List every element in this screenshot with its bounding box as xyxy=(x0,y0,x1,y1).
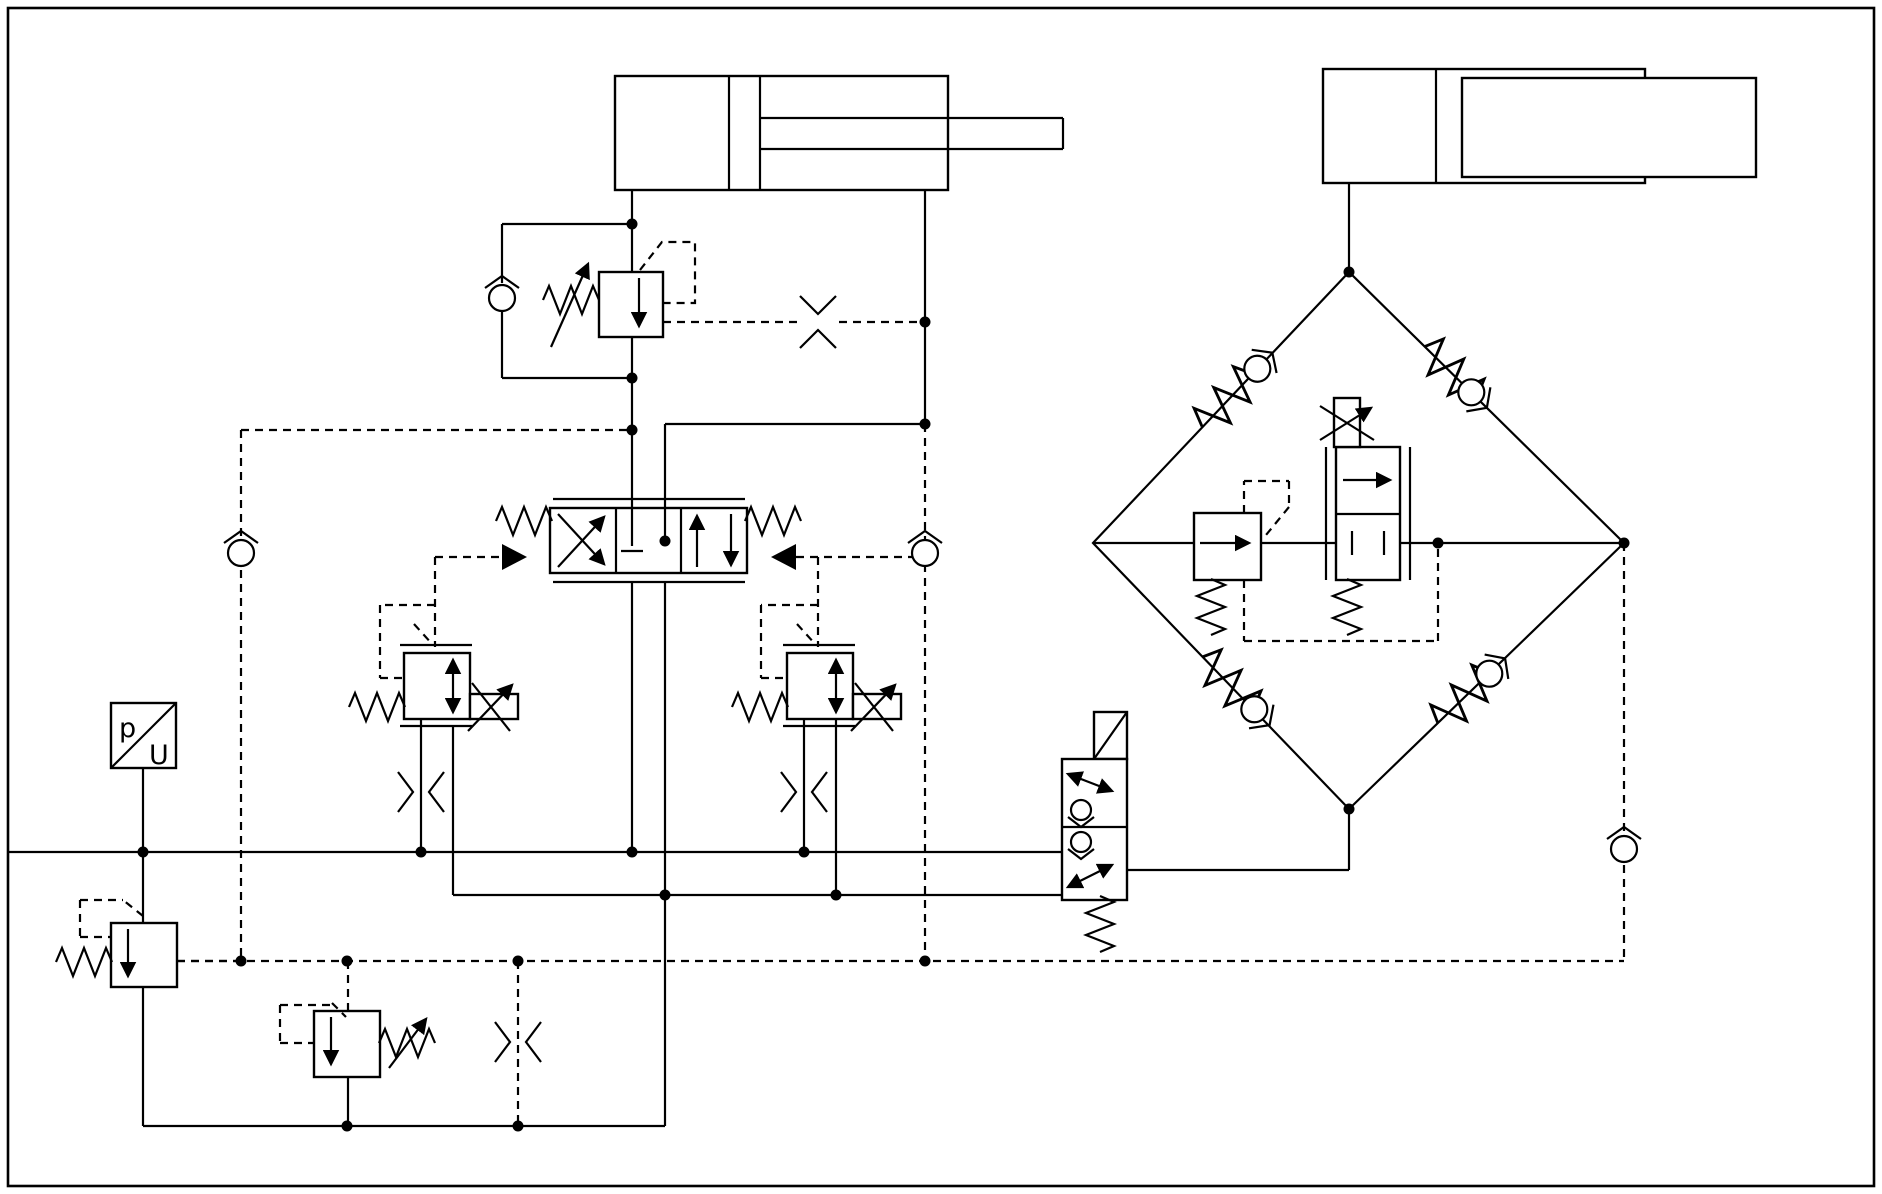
pilot-restrictor-line xyxy=(494,961,542,1126)
bypass-valve-icon xyxy=(1060,710,1349,954)
pilot-lines xyxy=(222,424,944,961)
right-pilot-icon xyxy=(771,544,796,570)
relief-valve-top-icon xyxy=(541,240,925,349)
pressure-transducer-icon: p U xyxy=(109,701,178,923)
junction-dots xyxy=(137,218,1630,1132)
solenoid-icon xyxy=(468,692,520,721)
reducing-valve-bottom-icon xyxy=(278,961,437,1126)
cylinder-left-icon xyxy=(613,74,1065,192)
solenoid-icon xyxy=(851,692,903,721)
prop-throttle-valve-icon xyxy=(1261,396,1624,637)
main-directional-valve-icon xyxy=(435,497,925,584)
transducer-u-label: U xyxy=(149,740,169,771)
drawing-frame xyxy=(6,6,1876,1188)
check-valve-icon xyxy=(1605,825,1643,864)
b-line xyxy=(663,190,927,508)
cylinder-right-icon xyxy=(1321,67,1758,272)
relief-valve-lower-left-icon xyxy=(54,898,241,1126)
pilot-valve-left-icon xyxy=(347,557,520,895)
transducer-p-label: p xyxy=(119,713,136,744)
pilot-valve-right-icon xyxy=(730,557,903,895)
counterbalance-valve-icon xyxy=(1093,479,1440,643)
left-pilot-icon xyxy=(502,544,527,570)
check-valve-bridge-icon xyxy=(1091,270,1643,961)
a-line xyxy=(483,190,634,508)
check-valve-icon xyxy=(222,529,260,568)
